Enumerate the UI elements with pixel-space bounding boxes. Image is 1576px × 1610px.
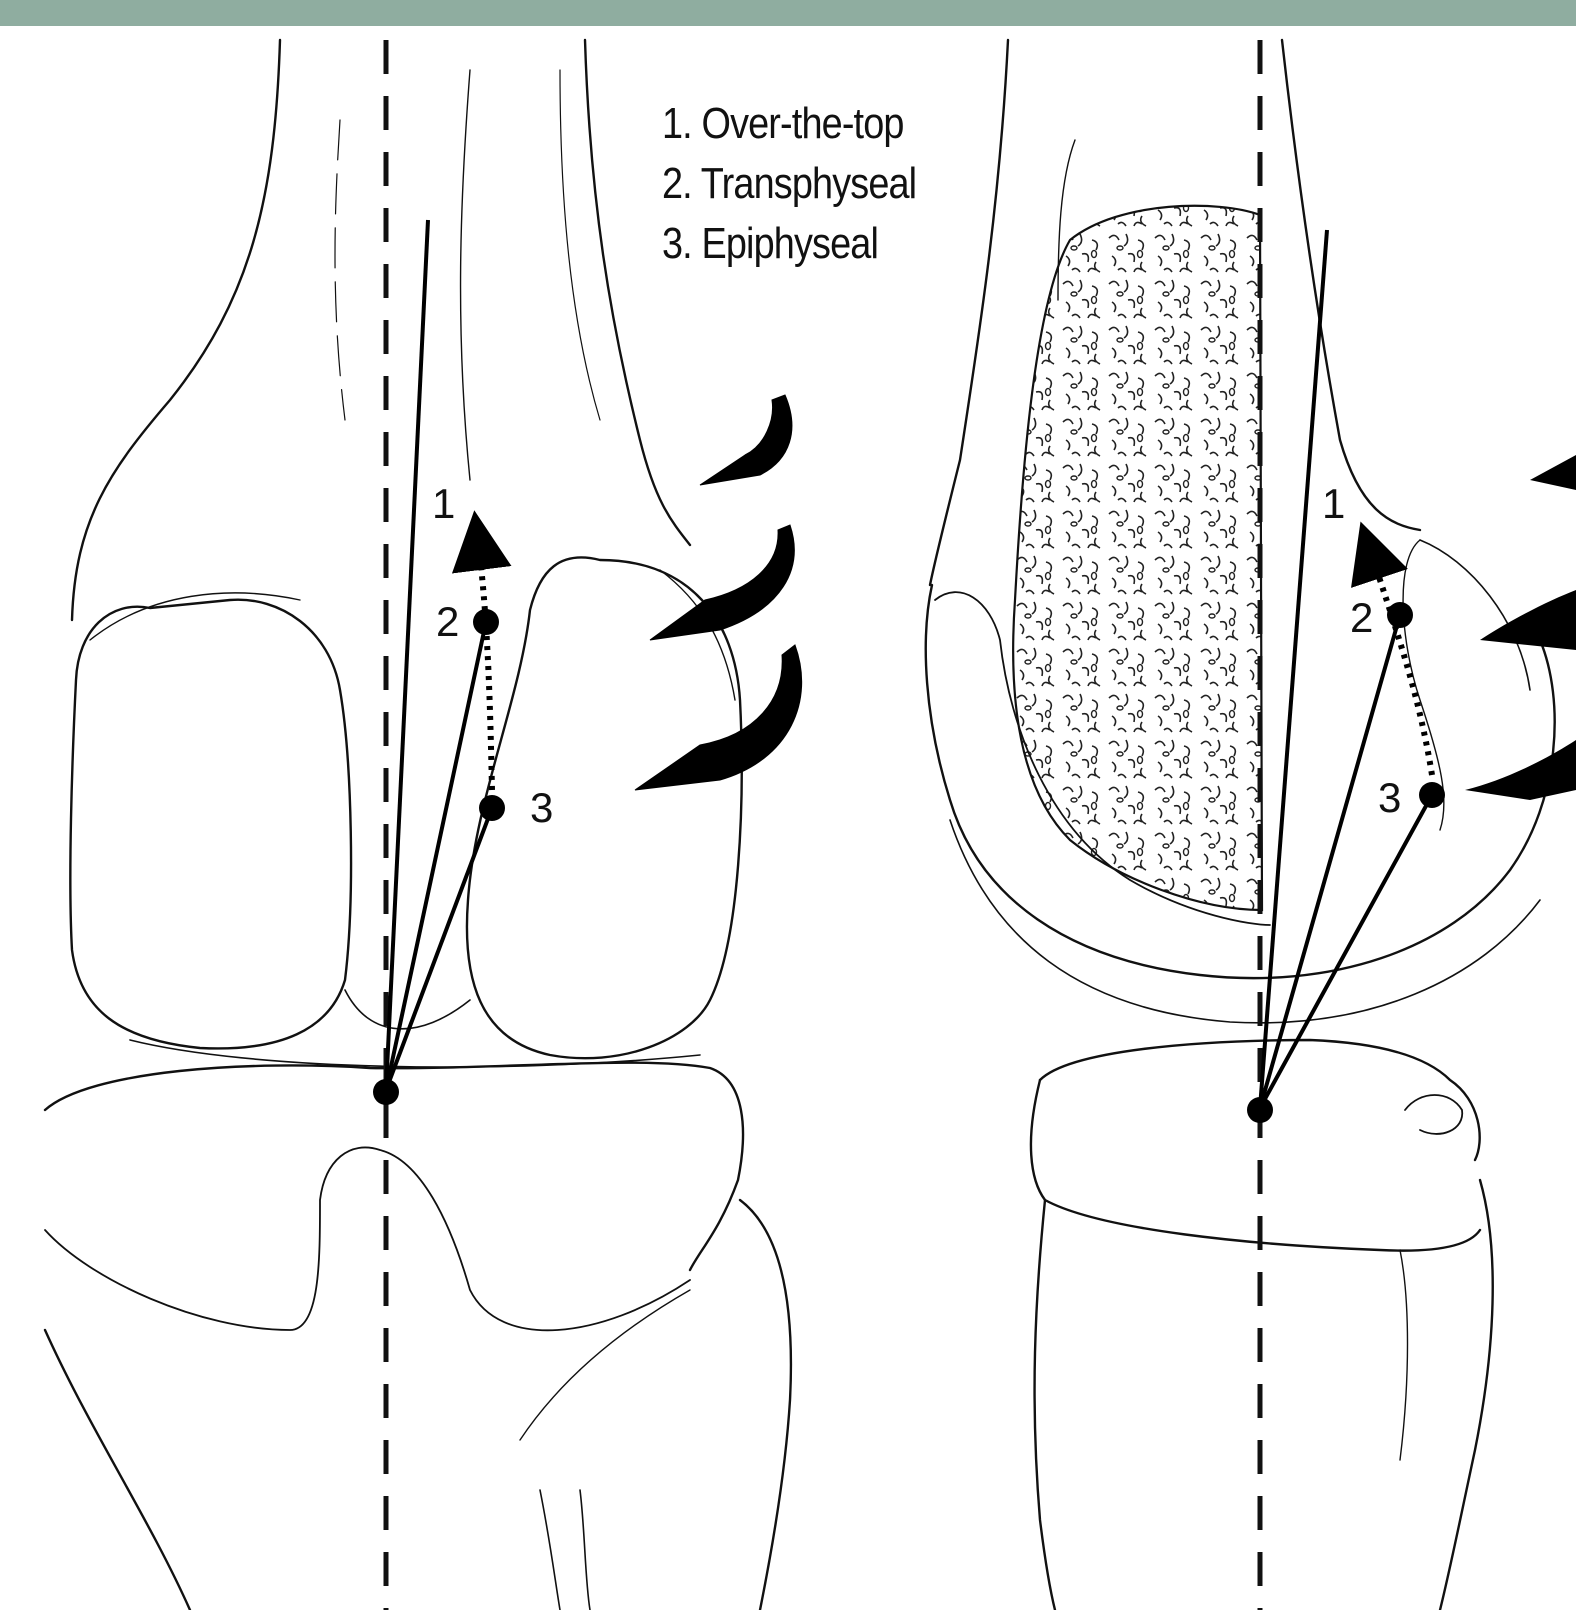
legend-item-over-the-top: 1. Over-the-top (662, 94, 916, 154)
legend-item-transphyseal: 2. Transphyseal (662, 154, 916, 214)
right-point-2 (1387, 602, 1413, 628)
left-dotted-path (478, 540, 492, 790)
curved-arrow-icon (700, 395, 792, 485)
header-bar (0, 0, 1576, 26)
curved-arrow-icon (1465, 740, 1576, 800)
right-origin-point (1247, 1097, 1273, 1123)
left-label-3: 3 (530, 784, 553, 831)
left-point-3 (479, 795, 505, 821)
left-force-arrows (635, 395, 802, 790)
legend-item-epiphyseal: 3. Epiphyseal (662, 214, 916, 274)
curved-arrow-icon (650, 525, 794, 640)
diagram-canvas: 1 2 3 1 2 3 (0, 26, 1576, 1610)
left-point-2 (473, 609, 499, 635)
right-cancellous-bone (1013, 206, 1262, 910)
left-label-1: 1 (432, 480, 455, 527)
right-knee-view (926, 40, 1555, 1610)
left-tunnel-lines (386, 220, 492, 1090)
right-label-1: 1 (1322, 480, 1345, 527)
right-point-3 (1419, 782, 1445, 808)
legend: 1. Over-the-top 2. Transphyseal 3. Epiph… (662, 94, 916, 274)
left-lateral-condyle (70, 600, 351, 1049)
right-femur-shaft (930, 40, 1008, 585)
curved-arrow-icon (1530, 455, 1576, 490)
right-label-3: 3 (1378, 774, 1401, 821)
right-dotted-path (1370, 550, 1432, 775)
right-force-arrows (1465, 455, 1576, 800)
left-origin-point (373, 1079, 399, 1105)
left-label-2: 2 (436, 598, 459, 645)
curved-arrow-icon (635, 645, 802, 790)
right-label-2: 2 (1350, 594, 1373, 641)
left-knee-view (45, 40, 791, 1610)
curved-arrow-icon (1480, 590, 1576, 650)
left-femur-shaft (72, 40, 280, 620)
